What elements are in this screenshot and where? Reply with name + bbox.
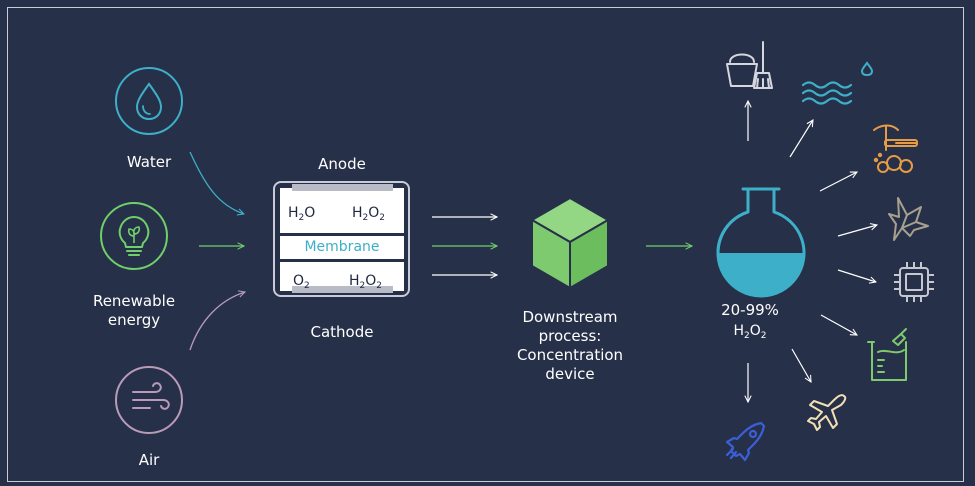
anode-label: Anode	[318, 155, 366, 173]
rocket-icon	[725, 421, 766, 462]
droplet-icon	[860, 61, 874, 77]
downstream-line4: device	[545, 365, 595, 383]
concentration-percent: 20-99%	[721, 301, 779, 319]
lightbulb-leaf-icon	[100, 202, 168, 270]
microchip-icon	[894, 262, 934, 302]
wind-icon	[115, 366, 183, 434]
downstream-line1: Downstream	[522, 308, 618, 326]
downstream-line2: process:	[538, 327, 602, 345]
electrolyzer-cell	[273, 181, 410, 297]
bucket-mop-icon	[726, 41, 773, 89]
oxygen-formula: O2	[293, 273, 310, 291]
downstream-line3: Concentration	[516, 346, 624, 364]
air-arrow	[189, 292, 245, 351]
water-formula: H2O	[288, 205, 316, 223]
diagram-frame	[7, 7, 964, 482]
airplane-icon	[807, 394, 847, 431]
water-label: Water	[126, 153, 172, 171]
renewable-label-line1: Renewable	[92, 292, 176, 310]
downstream-label: Downstream process: Concentration device	[485, 308, 655, 384]
concentration-device-cube-icon	[531, 197, 609, 289]
cathode-h2o2-formula: H2O2	[349, 273, 383, 291]
application-arrows	[748, 101, 877, 402]
flask-icon	[716, 187, 806, 298]
cathode-label: Cathode	[310, 323, 374, 341]
membrane-label: Membrane	[304, 239, 380, 255]
air-label: Air	[138, 451, 160, 469]
pickaxe-rocks-icon	[873, 124, 918, 173]
renewable-label-line2: energy	[107, 311, 161, 329]
origami-crane-icon	[888, 197, 929, 241]
water-drop-icon	[115, 67, 183, 135]
renewable-energy-label: Renewable energy	[59, 292, 209, 330]
beaker-icon	[867, 328, 907, 381]
water-arrow	[189, 151, 244, 214]
water-waves-icon	[801, 81, 853, 105]
anode-h2o2-formula: H2O2	[352, 205, 386, 223]
product-formula: H2O2	[733, 323, 767, 341]
